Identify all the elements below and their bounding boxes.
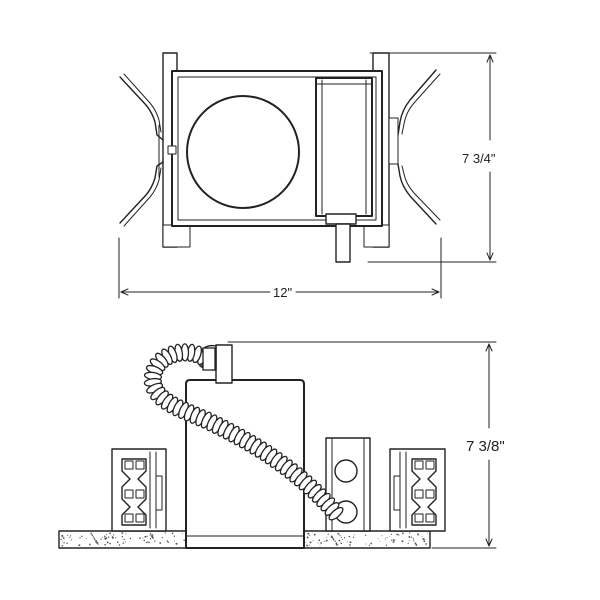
side-height-label: 7 3/8" xyxy=(466,438,505,455)
top-left-tab xyxy=(167,145,177,155)
side-left-bracket xyxy=(111,448,167,532)
side-flex-conduit xyxy=(143,343,344,521)
top-width-dimension: 12" xyxy=(118,237,442,300)
top-aperture-circle xyxy=(186,95,300,209)
top-right-hanger-bars xyxy=(388,69,441,225)
side-right-bracket xyxy=(389,448,446,532)
top-width-label: 12" xyxy=(273,285,292,300)
top-left-hanger-bars xyxy=(119,73,164,227)
side-view: 7 3/8" xyxy=(58,341,505,549)
side-height-dimension: 7 3/8" xyxy=(227,341,505,549)
top-view: 7 3/4" 12" xyxy=(118,52,497,300)
top-housing-inner-frame xyxy=(177,76,377,221)
top-junction-box xyxy=(315,77,373,263)
top-height-dimension: 7 3/4" xyxy=(367,52,497,263)
top-height-label: 7 3/4" xyxy=(462,151,496,166)
